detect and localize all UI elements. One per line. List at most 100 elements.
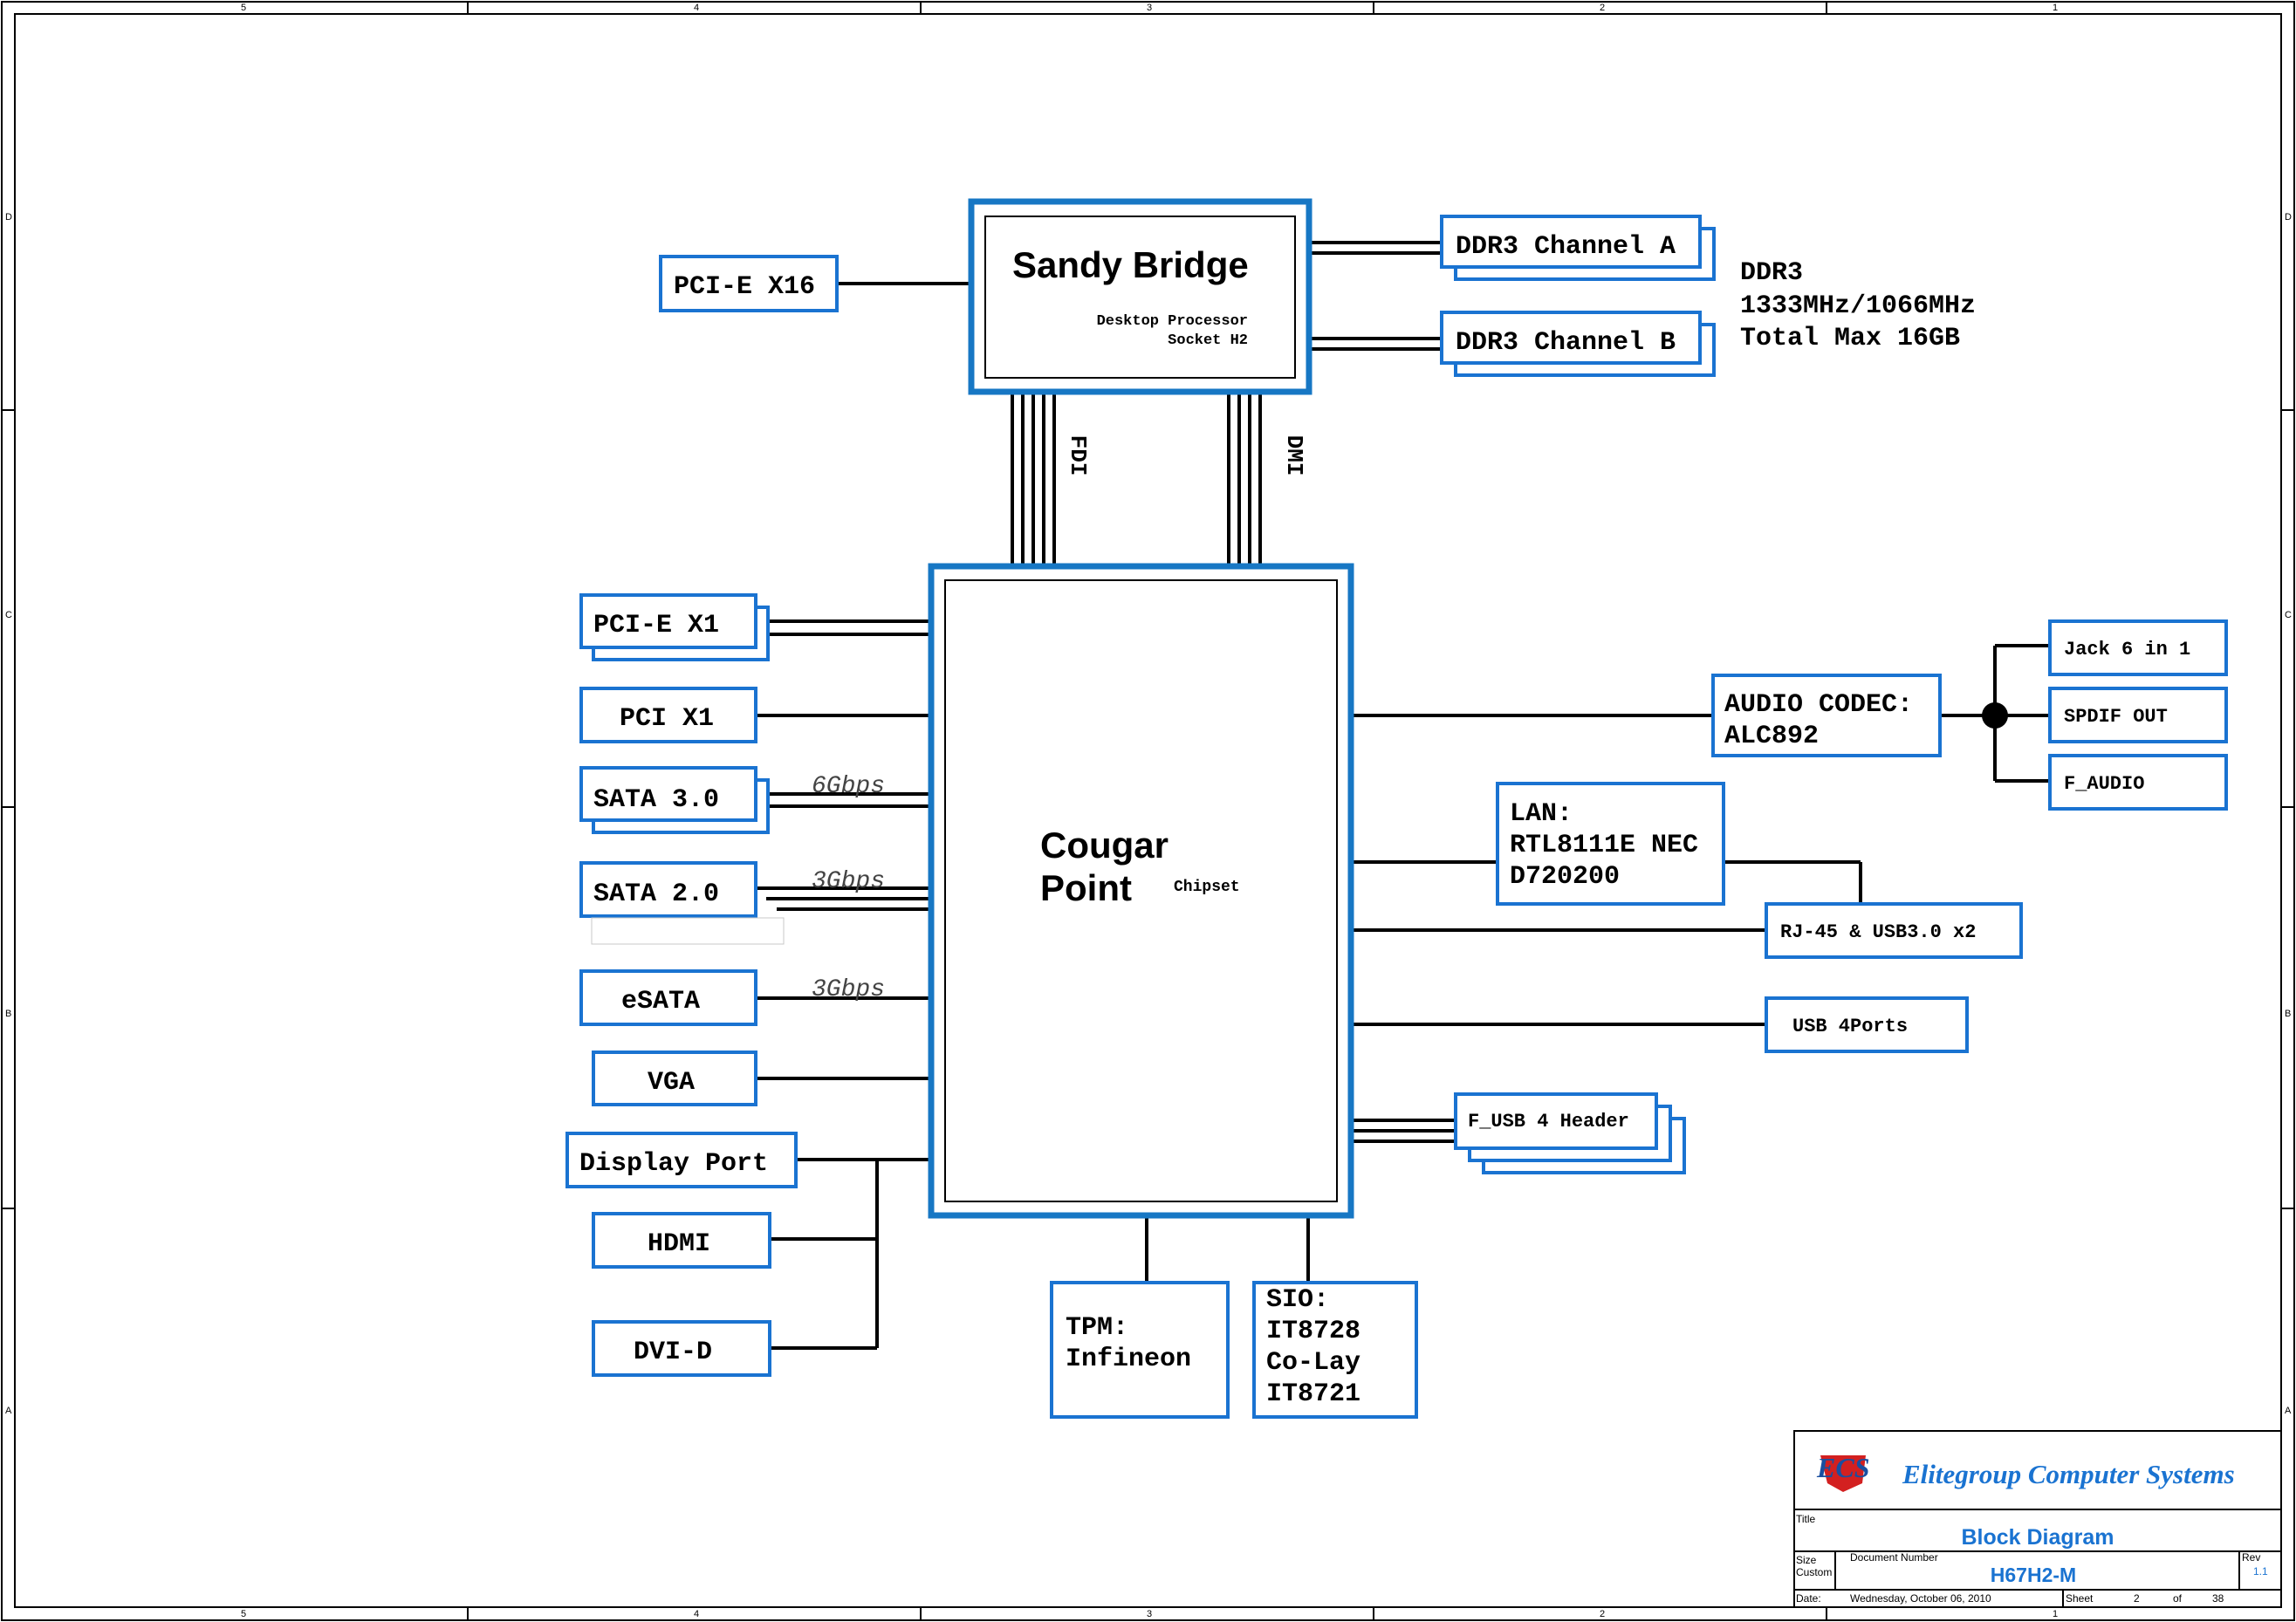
sio-box [1252,1281,1418,1419]
date-label: Date: [1796,1592,1821,1605]
ddr-b-box [1440,311,1702,365]
memory-boxes [1440,215,1716,377]
lan-line2: RTL8111E NEC [1510,831,1698,860]
fusb-box [1454,1092,1658,1150]
displayport-box [565,1132,798,1188]
audio-line2: ALC892 [1724,722,1819,751]
row-label: A [2285,1406,2292,1416]
spdif-label: SPDIF OUT [2064,706,2168,728]
audio-line1: AUDIO CODEC: [1724,690,1913,720]
ddr-b-label: DDR3 Channel B [1456,328,1676,358]
row-label: C [5,610,12,620]
memory-note1: DDR3 [1740,258,1803,288]
junction-dot [1982,702,2008,729]
title-label: Title [1796,1513,1816,1525]
col-label: 3 [1147,1609,1152,1619]
row-label: A [5,1406,12,1416]
rj45-label: RJ-45 & USB3.0 x2 [1780,921,1976,943]
sio-line3: Co-Lay [1266,1348,1360,1378]
memory-note2: 1333MHz/1066MHz [1740,291,1976,321]
col-label: 1 [2053,1609,2058,1619]
row-label: C [2285,610,2292,620]
of-label: of [2173,1592,2183,1605]
ddr-a-box [1440,215,1702,269]
ddr-a-label: DDR3 Channel A [1456,232,1676,262]
lan-line3: D720200 [1510,862,1620,892]
date-value: Wednesday, October 06, 2010 [1850,1592,1991,1605]
col-label: 1 [2053,3,2058,13]
row-label: B [5,1009,11,1019]
rev-value: 1.1 [2253,1565,2268,1578]
sata3-label: SATA 3.0 [593,785,719,815]
sio-line4: IT8721 [1266,1379,1360,1409]
size-value: Custom [1796,1566,1832,1578]
hdmi-box [592,1212,771,1269]
displayport-label: Display Port [579,1149,768,1179]
chipset-subtitle: Chipset [1174,879,1240,896]
row-label: D [2285,212,2292,222]
usb4-label: USB 4Ports [1792,1016,1908,1037]
fdi-label: FDI [1065,435,1091,476]
hdmi-label: HDMI [648,1229,710,1259]
tpm-line1: TPM: [1066,1313,1128,1343]
audio-codec-box [1711,674,1942,757]
dvid-label: DVI-D [634,1338,712,1367]
tpm-line2: Infineon [1066,1345,1191,1374]
col-label: 5 [241,3,246,13]
esata-speed: 3Gbps [812,976,885,1003]
docnum-label: Document Number [1850,1551,1938,1564]
pcie-x16-label: PCI-E X16 [674,272,815,302]
jack-label: Jack 6 in 1 [2064,639,2190,660]
connection-lines [756,241,2050,1350]
esata-label: eSATA [621,987,700,1016]
cpu-line1: Desktop Processor [1097,313,1248,330]
lan-line1: LAN: [1510,799,1573,829]
sata3-box [579,766,757,822]
lan-box [1496,782,1725,906]
cpu-block: Sandy Bridge Desktop Processor Socket H2 [968,198,1312,395]
row-label: B [2285,1009,2291,1019]
right-boxes [1454,619,2228,1174]
sata2-ghost [591,917,785,945]
faudio-box [2048,754,2228,811]
logo-text: ECS [1816,1452,1869,1483]
tpm-box [1050,1281,1230,1419]
frame-labels: 5 4 3 2 1 5 4 3 2 1 D C B A D C B A [5,3,2292,1619]
cpu-line2: Socket H2 [1168,332,1248,349]
pci-x1-box [579,687,757,743]
title-block: ECS Elitegroup Computer Systems Title Si… [1793,1430,2282,1608]
pcie-x16-box [659,255,839,312]
sata2-box [579,861,757,918]
col-label: 3 [1147,3,1152,13]
cpu-title: Sandy Bridge [1012,244,1249,285]
title-value: Block Diagram [1961,1525,2114,1550]
col-label: 2 [1600,3,1605,13]
vga-box [592,1051,757,1106]
sata2-speed: 3Gbps [812,868,885,895]
dvid-box [592,1320,771,1377]
vga-label: VGA [648,1068,695,1098]
total-sheets: 38 [2212,1592,2224,1605]
usb4-box [1765,996,1969,1053]
col-label: 4 [694,1609,699,1619]
fusb-label: F_USB 4 Header [1468,1111,1629,1133]
pci-x1-label: PCI X1 [620,704,714,734]
esata-box [579,969,757,1026]
memory-note3: Total Max 16GB [1740,324,1960,353]
rj45-box [1765,902,2023,959]
rev-label: Rev [2242,1551,2260,1564]
chipset-block: Cougar Point Chipset [928,563,1354,1219]
bottom-boxes [1050,1281,1418,1419]
sio-line1: SIO: [1266,1285,1329,1315]
pcie-x1-label: PCI-E X1 [593,611,719,640]
sata3-speed: 6Gbps [812,773,885,800]
dmi-label: DMI [1281,435,1307,476]
left-boxes [565,255,839,1377]
company-name: Elitegroup Computer Systems [1902,1459,2235,1489]
size-label: Size [1796,1554,1817,1566]
sheet-label: Sheet [2066,1592,2094,1605]
chipset-title2: Point [1040,867,1132,908]
col-label: 5 [241,1609,246,1619]
